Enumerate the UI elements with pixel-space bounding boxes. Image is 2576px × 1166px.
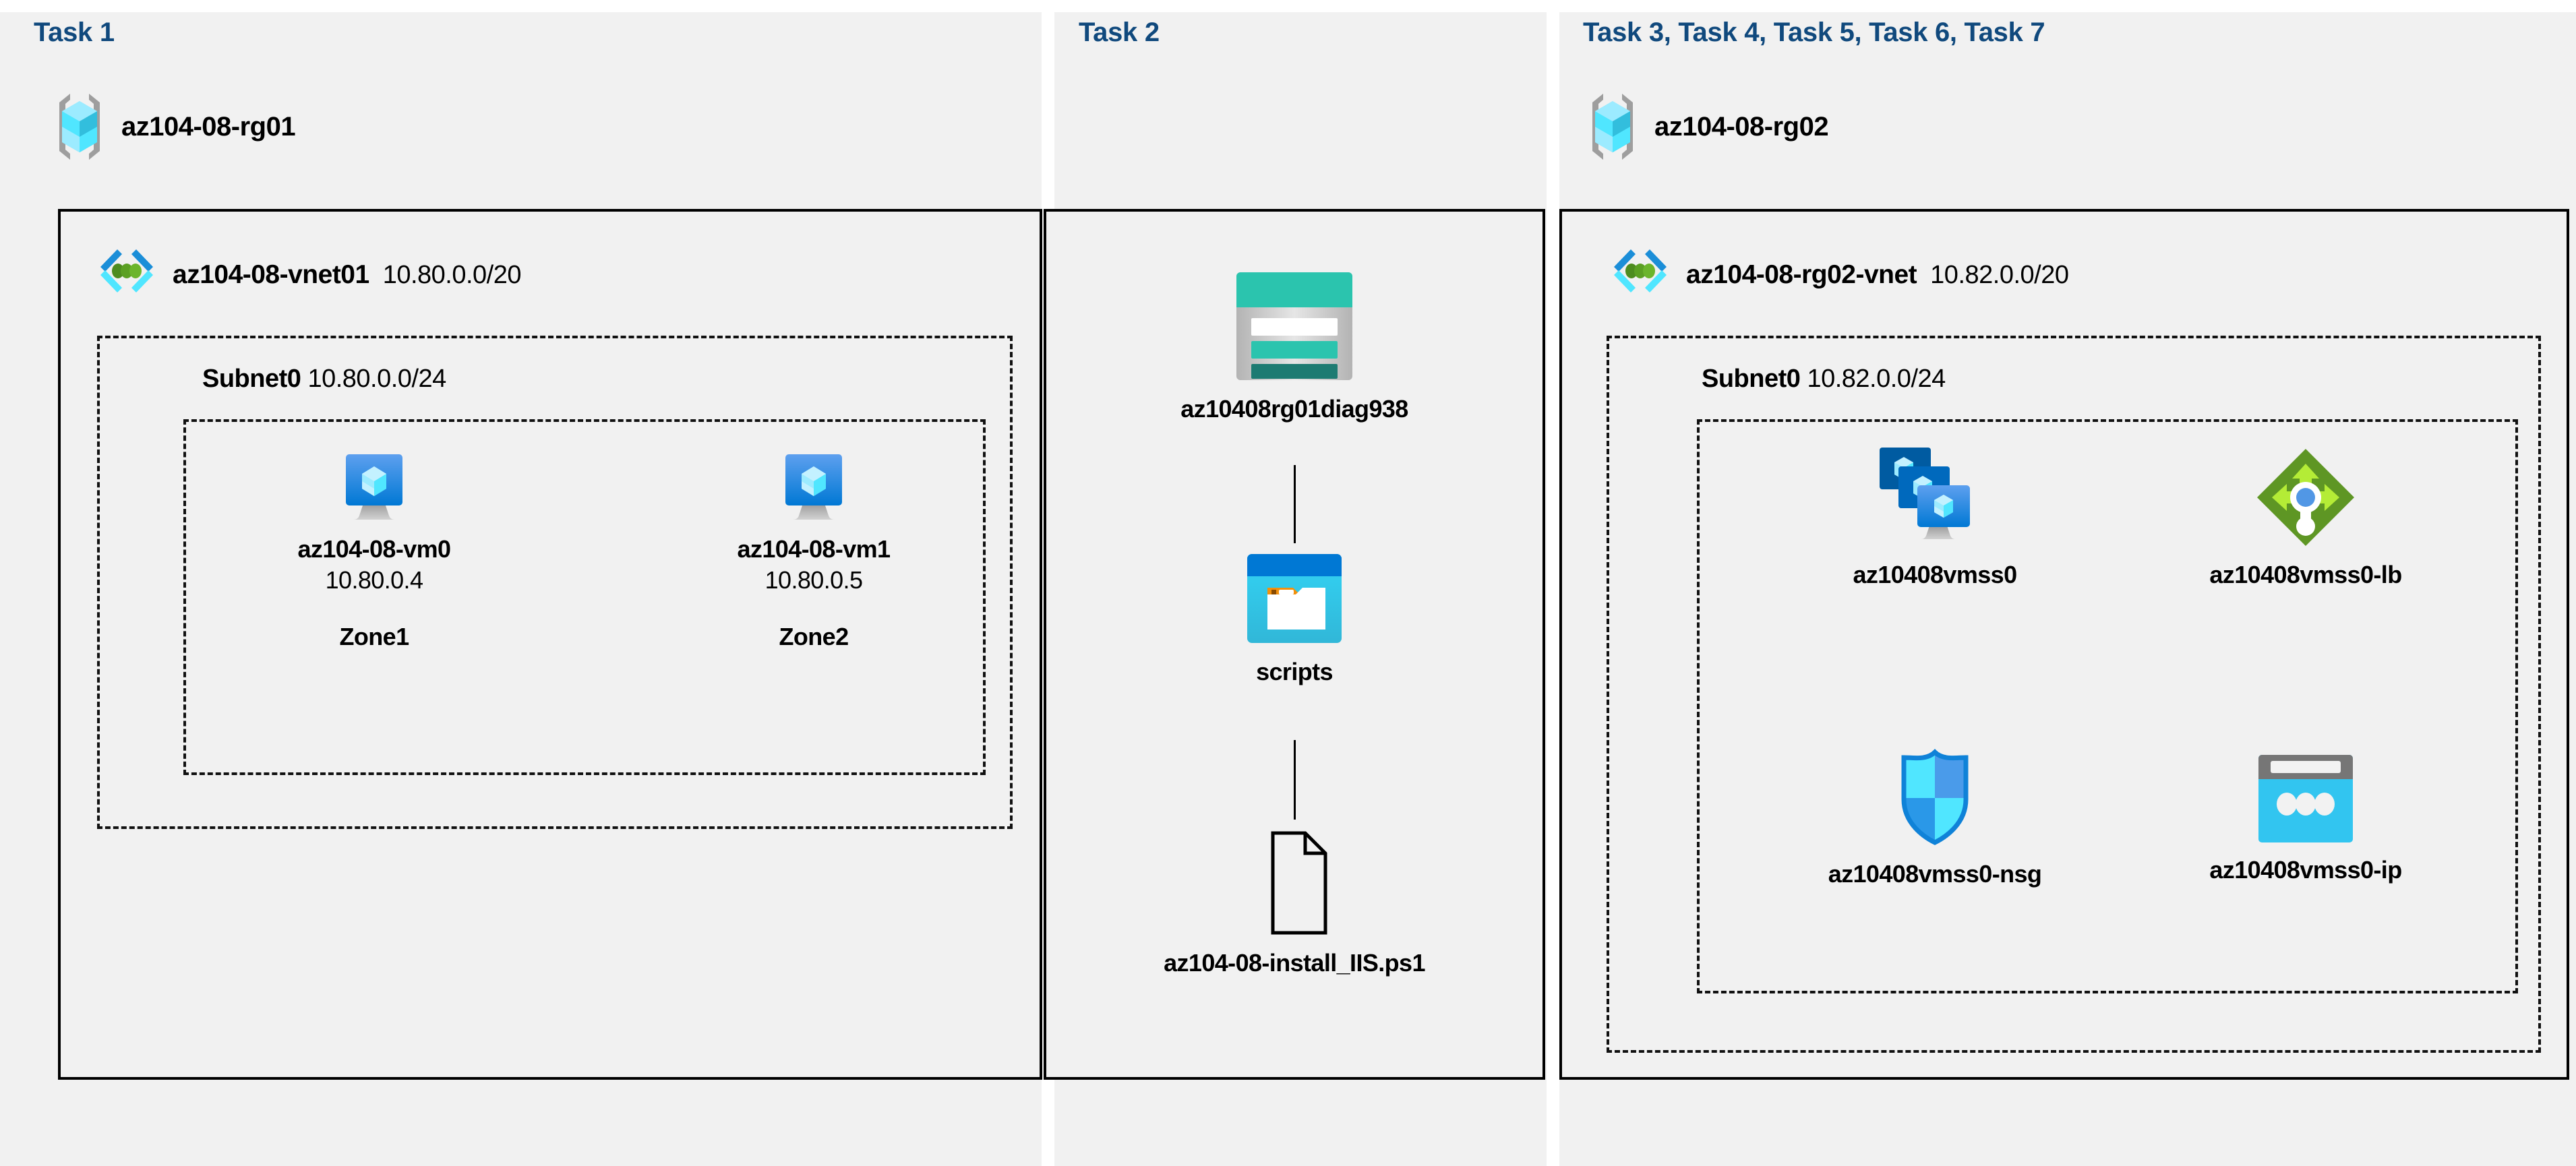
resource-node-blob-container[interactable]: scripts xyxy=(1187,551,1402,686)
scale-set-resource-boundary xyxy=(1697,419,2518,993)
vnet-header-rg02vnet: az104-08-rg02-vnet 10.82.0.0/20 xyxy=(1608,243,2069,307)
nsg-name: az10408vmss0-nsg xyxy=(1828,860,2042,888)
resource-group-rg01: az104-08-rg01 xyxy=(53,92,296,162)
vm-ip-address: 10.80.0.5 xyxy=(765,566,863,594)
public-ip-name: az10408vmss0-ip xyxy=(2209,856,2402,884)
subnet-label-subnet0-vnet01: Subnet0 10.80.0.0/24 xyxy=(202,365,446,394)
network-security-group-icon xyxy=(1892,748,1978,848)
public-ip-address-icon xyxy=(2257,754,2354,844)
resource-node-vmss0-ip[interactable]: az10408vmss0-ip xyxy=(2140,754,2471,884)
connector-line xyxy=(1294,740,1296,820)
script-file-icon xyxy=(1247,829,1342,937)
subnet-boundary-subnet0-vnet01 xyxy=(97,336,1013,829)
vm-zone: Zone1 xyxy=(339,623,409,650)
script-file-name: az104-08-install_IIS.ps1 xyxy=(1164,949,1425,977)
subnet-boundary-subnet0-rg02vnet xyxy=(1607,336,2541,1053)
resource-group-rg02: az104-08-rg02 xyxy=(1586,92,1829,162)
load-balancer-icon xyxy=(2254,446,2357,549)
resource-node-vmss0[interactable]: az10408vmss0 xyxy=(1773,446,2097,589)
task-label-task3: Task 3, Task 4, Task 5, Task 6, Task 7 xyxy=(1583,18,2045,47)
vnet-name: az104-08-vnet01 xyxy=(173,260,369,289)
resource-node-storage-account[interactable]: az10408rg01diag938 xyxy=(1133,270,1456,423)
resource-node-vmss0-lb[interactable]: az10408vmss0-lb xyxy=(2144,446,2467,589)
vnet-boundary-vnet01 xyxy=(58,209,1042,1080)
subnet-name: Subnet0 xyxy=(202,365,301,393)
resource-node-vmss0-nsg[interactable]: az10408vmss0-nsg xyxy=(1763,748,2107,888)
subnet-name: Subnet0 xyxy=(1702,365,1801,393)
resource-group-icon xyxy=(53,92,107,162)
storage-account-icon xyxy=(1234,270,1355,383)
resource-group-icon xyxy=(1586,92,1640,162)
resource-group-name: az104-08-rg01 xyxy=(121,111,296,142)
storage-account-name: az10408rg01diag938 xyxy=(1180,395,1408,423)
blob-container-icon xyxy=(1245,551,1344,646)
vnet-cidr: 10.80.0.0/20 xyxy=(382,260,522,289)
virtual-network-icon xyxy=(94,243,159,307)
vm-zone: Zone2 xyxy=(779,623,849,650)
resource-group-name: az104-08-rg02 xyxy=(1654,111,1829,142)
task-label-task2: Task 2 xyxy=(1079,18,1160,47)
load-balancer-name: az10408vmss0-lb xyxy=(2209,561,2402,588)
vnet-boundary-rg02vnet xyxy=(1559,209,2569,1080)
blob-container-name: scripts xyxy=(1256,658,1333,685)
subnet-cidr: 10.80.0.0/24 xyxy=(307,365,446,393)
resource-node-vm1[interactable]: az104-08-vm1 10.80.0.5 Zone2 xyxy=(702,453,925,651)
virtual-machine-icon xyxy=(780,453,847,523)
subnet-cidr: 10.82.0.0/24 xyxy=(1807,365,1946,393)
virtual-machine-icon xyxy=(340,453,408,523)
zone-group-boundary xyxy=(183,419,986,775)
task-label-task1: Task 1 xyxy=(34,18,115,47)
vm-name: az104-08-vm1 xyxy=(737,535,891,563)
vnet-name: az104-08-rg02-vnet xyxy=(1686,260,1917,289)
resource-node-script-file[interactable]: az104-08-install_IIS.ps1 xyxy=(1079,829,1510,977)
vm-scale-set-icon xyxy=(1880,446,1990,549)
vmss-name: az10408vmss0 xyxy=(1853,561,2017,588)
vm-ip-address: 10.80.0.4 xyxy=(325,566,423,594)
resource-node-vm0[interactable]: az104-08-vm0 10.80.0.4 Zone1 xyxy=(263,453,485,651)
vnet-cidr: 10.82.0.0/20 xyxy=(1930,260,2069,289)
connector-line xyxy=(1294,465,1296,543)
vm-name: az104-08-vm0 xyxy=(297,535,452,563)
virtual-network-icon xyxy=(1608,243,1673,307)
vnet-header-vnet01: az104-08-vnet01 10.80.0.0/20 xyxy=(94,243,522,307)
subnet-label-subnet0-rg02vnet: Subnet0 10.82.0.0/24 xyxy=(1702,365,1946,394)
